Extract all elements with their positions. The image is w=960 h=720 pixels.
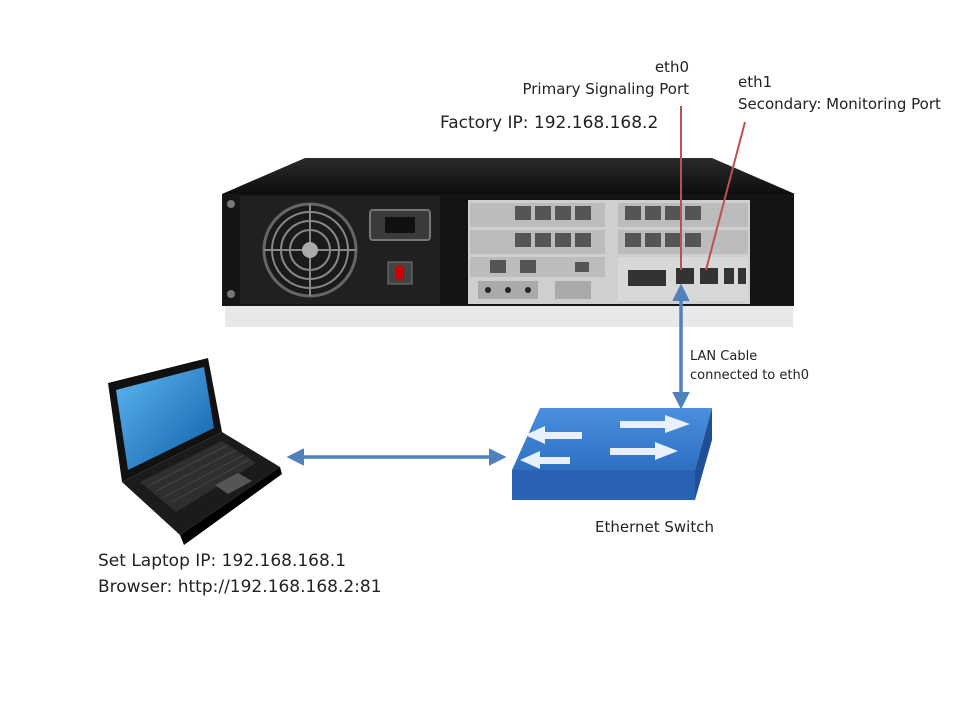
eth1-port-icon bbox=[700, 268, 718, 284]
fan-icon bbox=[262, 202, 358, 298]
network-switch-icon bbox=[512, 408, 712, 500]
factory-ip-label: Factory IP: 192.168.168.2 bbox=[440, 113, 659, 133]
vga-port-icon bbox=[628, 270, 666, 286]
eth0-port-icon bbox=[676, 268, 694, 284]
eth0-label: eth0 bbox=[654, 58, 689, 76]
lan-cable-label: LAN Cable bbox=[690, 349, 758, 364]
eth1-description: Secondary: Monitoring Port bbox=[738, 95, 941, 113]
eth1-label: eth1 bbox=[738, 73, 773, 91]
laptop-ip-instruction: Set Laptop IP: 192.168.168.1 bbox=[98, 551, 347, 571]
eth0-description: Primary Signaling Port bbox=[522, 80, 689, 98]
eth1-pointer-line bbox=[705, 121, 746, 271]
lan-cable-sublabel: connected to eth0 bbox=[690, 368, 809, 383]
browser-url-instruction: Browser: http://192.168.168.2:81 bbox=[98, 577, 382, 597]
server-chassis-icon bbox=[222, 158, 795, 327]
laptop-icon bbox=[108, 358, 282, 545]
switch-label: Ethernet Switch bbox=[595, 518, 714, 536]
